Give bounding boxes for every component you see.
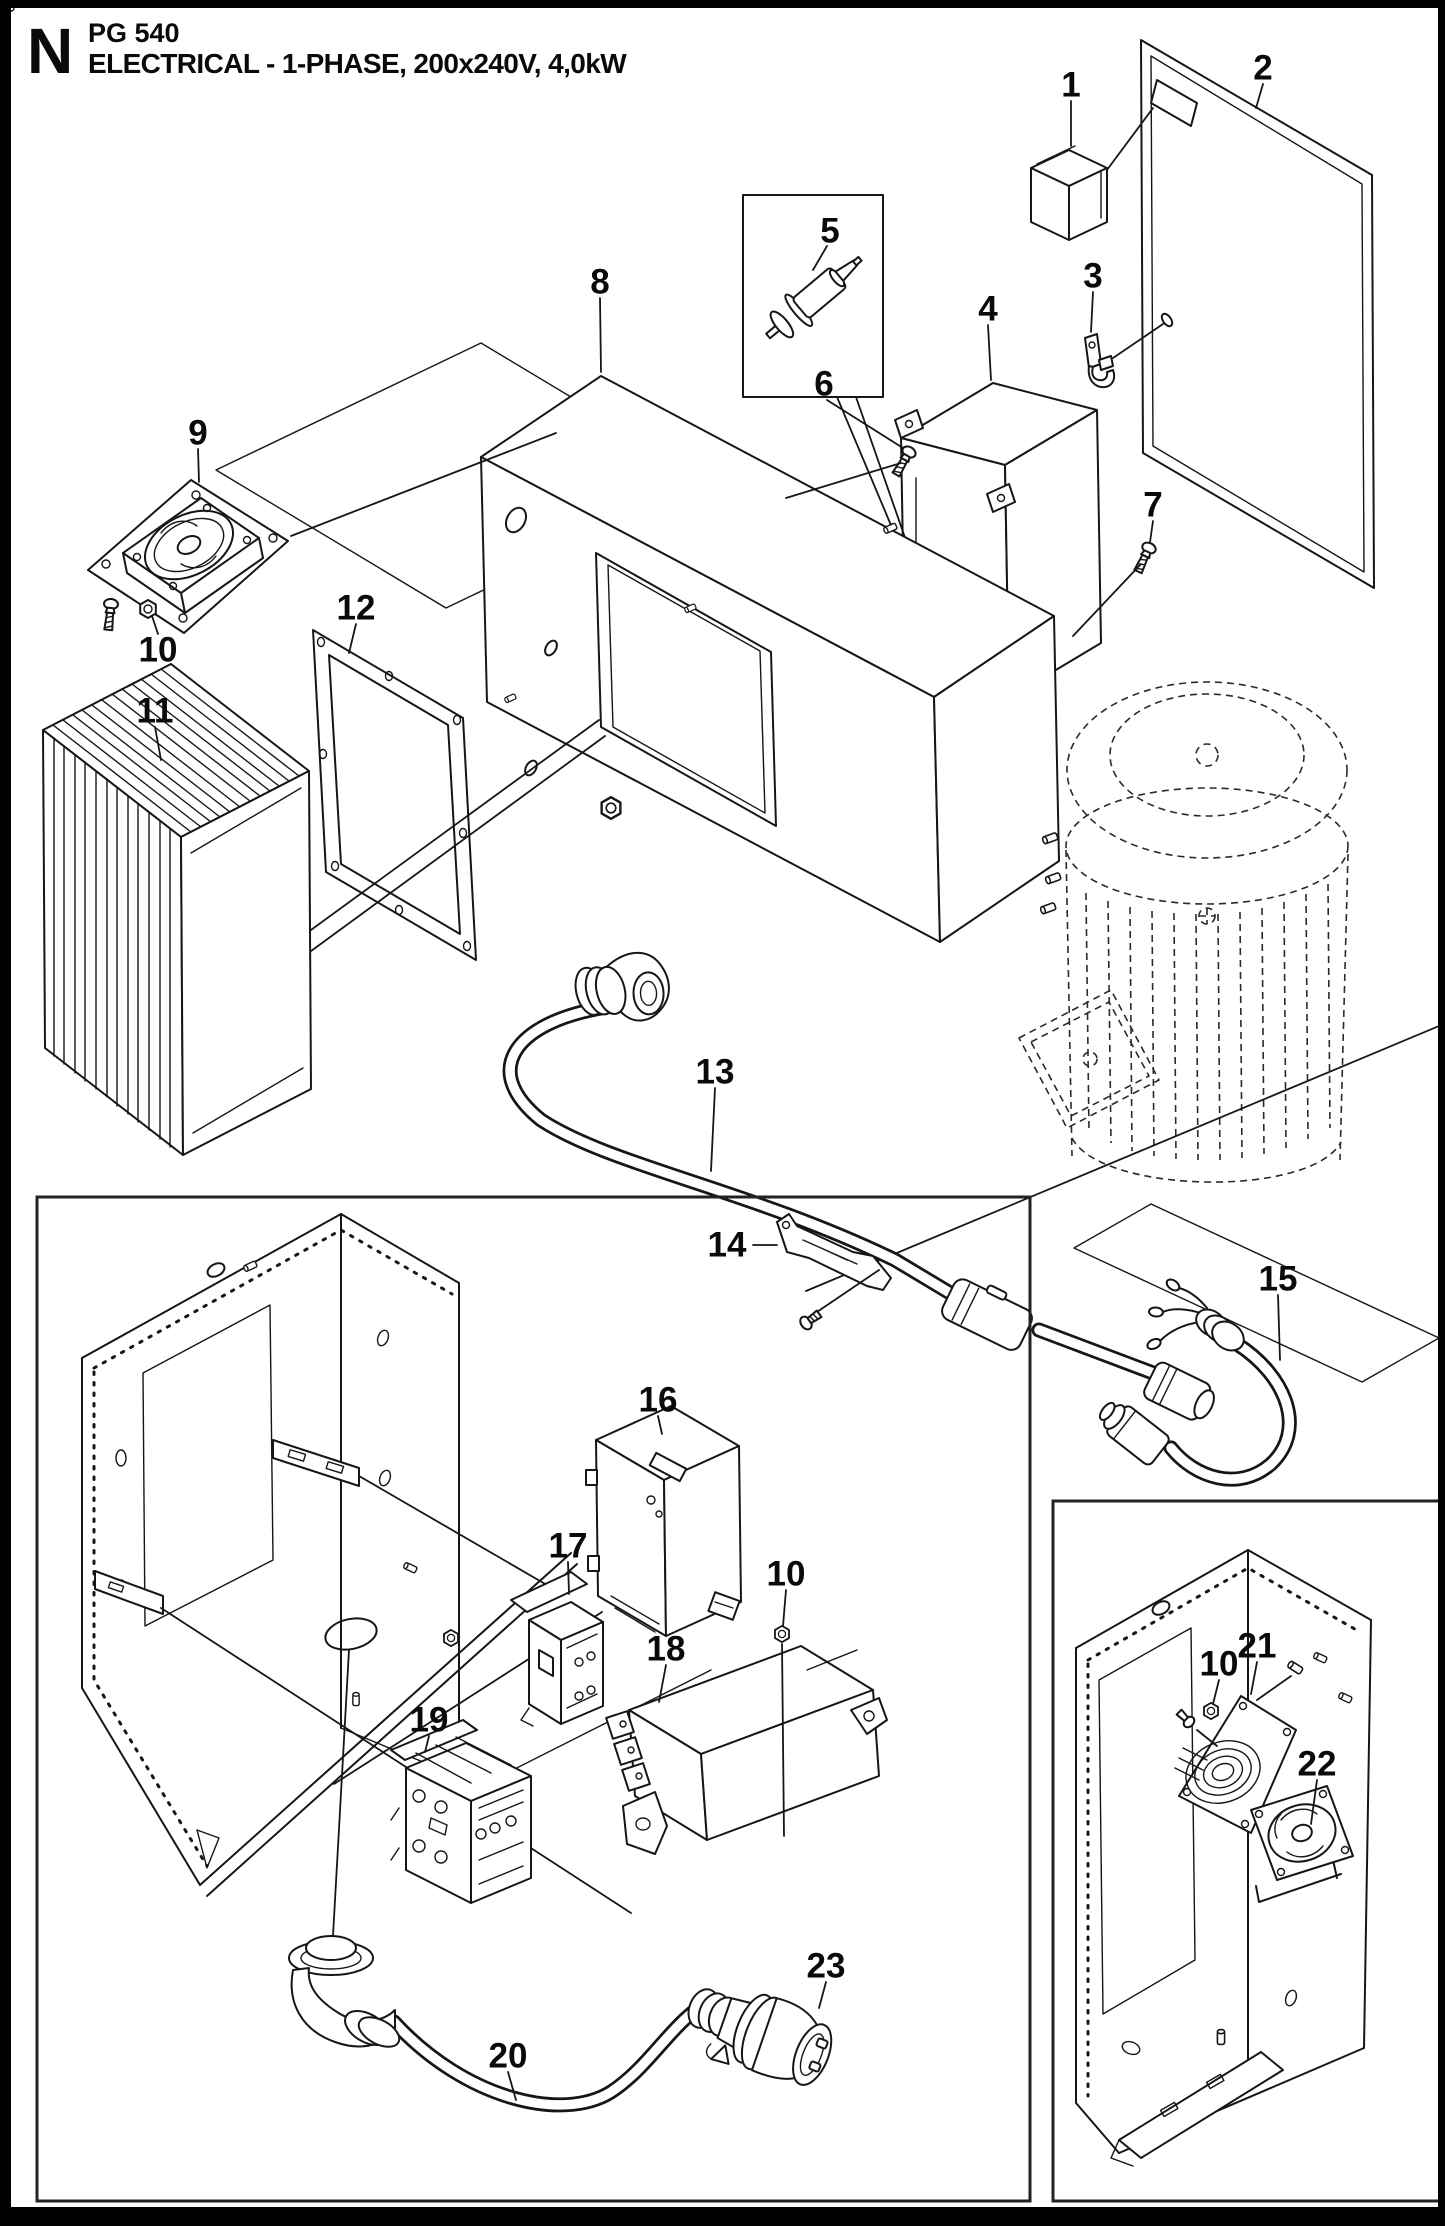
- section-letter: N: [27, 15, 73, 87]
- fan-alignment-line: [290, 432, 557, 537]
- callout-10a: 10: [138, 630, 178, 670]
- interior-enclosure-left: [81, 1213, 712, 1937]
- interior-enclosure-right: [1075, 1549, 1372, 2167]
- callout-1: 1: [1061, 65, 1081, 105]
- callout-10b: 10: [766, 1554, 806, 1594]
- part-1-cover-box: [1030, 107, 1154, 241]
- part-10-nut-left-box: [774, 1625, 790, 1643]
- callout-10c: 10: [1199, 1644, 1239, 1684]
- callout-19: 19: [409, 1700, 449, 1740]
- part-18-emc-filter: [11, 8, 888, 1855]
- callout-23: 23: [806, 1946, 846, 1986]
- callout-13: 13: [695, 1052, 735, 1092]
- callout-17: 17: [548, 1526, 588, 1566]
- part-21-fan-plate: [1174, 1695, 1297, 1834]
- callout-22: 22: [1297, 1744, 1337, 1784]
- callout-11: 11: [136, 691, 174, 731]
- callout-12: 12: [336, 588, 376, 628]
- callout-4: 4: [978, 289, 998, 329]
- part-3-latch: [1084, 312, 1174, 389]
- part-16-power-supply: [585, 1405, 742, 1637]
- callout-leaders: [151, 83, 1318, 2101]
- diagram-canvas: [11, 8, 1438, 2203]
- callout-18: 18: [646, 1629, 686, 1669]
- callout-9: 9: [188, 413, 208, 453]
- part-23-plug: [687, 1988, 833, 2086]
- part-20-supply-cable: [288, 1935, 719, 2113]
- part-11-heat-sink: [42, 663, 312, 1156]
- part-22-fan: [1250, 1785, 1354, 1903]
- part-14-clamp-bracket: [776, 1213, 892, 1331]
- reference-plane-lower: [805, 1025, 1438, 1383]
- nut-leader: [781, 1643, 785, 1837]
- motor-reference: [1018, 681, 1349, 1183]
- part-9-fan-assembly: [87, 479, 289, 634]
- callout-5: 5: [820, 211, 840, 251]
- part-5-inset-detail: [742, 194, 911, 553]
- part-2-cover-panel: [1140, 39, 1375, 589]
- callout-15: 15: [1258, 1259, 1298, 1299]
- part-12-gasket: [312, 629, 477, 961]
- part-13-motor-cable: [502, 951, 1215, 1421]
- callout-3: 3: [1083, 256, 1103, 296]
- part-8-enclosure: [480, 375, 1063, 943]
- model-name: PG 540: [88, 18, 180, 48]
- right-detail-frame: [1051, 1499, 1438, 2203]
- callout-6: 6: [814, 364, 834, 404]
- callout-8: 8: [590, 262, 610, 302]
- part-10-nut-right-box: [1175, 1659, 1305, 1747]
- left-detail-frame: [35, 1195, 1032, 2203]
- callout-20: 20: [488, 2036, 528, 2076]
- part-19-contactor: [390, 1719, 532, 1904]
- part-17-circuit-breaker: [510, 1571, 604, 1727]
- callout-2: 2: [1253, 48, 1273, 88]
- callout-7: 7: [1143, 485, 1163, 525]
- part-15-cable: [1098, 1278, 1297, 1487]
- page-title: ELECTRICAL - 1-PHASE, 200x240V, 4,0kW: [88, 48, 627, 79]
- callout-16: 16: [638, 1380, 678, 1420]
- callout-21: 21: [1237, 1626, 1277, 1666]
- callout-14: 14: [707, 1225, 747, 1265]
- part-10-screw-nut: [100, 597, 157, 632]
